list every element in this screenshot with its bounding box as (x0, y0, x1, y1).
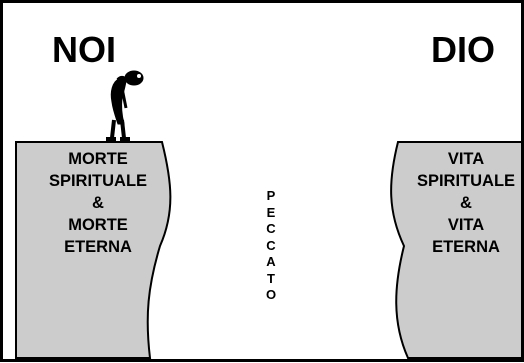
right-line: VITA (447, 216, 485, 234)
right-line: VITA (447, 150, 485, 168)
gap-letter: A (266, 254, 276, 269)
left-line: MORTE (68, 216, 128, 234)
left-line: ETERNA (64, 238, 132, 256)
left-cliff (15, 141, 172, 359)
right-heading: DIO (431, 29, 496, 70)
gap-letter: C (266, 237, 276, 253)
gap-letter: O (265, 287, 277, 302)
left-cliff-text: MORTE SPIRITUALE & MORTE ETERNA (20, 148, 176, 258)
right-line: & (460, 194, 472, 212)
left-heading: NOI (52, 29, 117, 70)
left-line: SPIRITUALE (48, 172, 148, 190)
right-line: SPIRITUALE (416, 172, 516, 190)
left-line: MORTE (68, 150, 128, 168)
stooped-person-icon (106, 70, 144, 141)
gap-letter: T (267, 270, 275, 286)
gap-letter: E (266, 204, 276, 220)
right-line: ETERNA (432, 238, 500, 256)
gap-label: P E C C A T O (262, 188, 280, 304)
right-cliff (390, 141, 523, 359)
right-cliff-text: VITA SPIRITUALE & VITA ETERNA (396, 148, 524, 258)
left-line: & (92, 194, 104, 212)
gap-letter: P (266, 188, 276, 203)
gap-letter: C (266, 221, 276, 236)
